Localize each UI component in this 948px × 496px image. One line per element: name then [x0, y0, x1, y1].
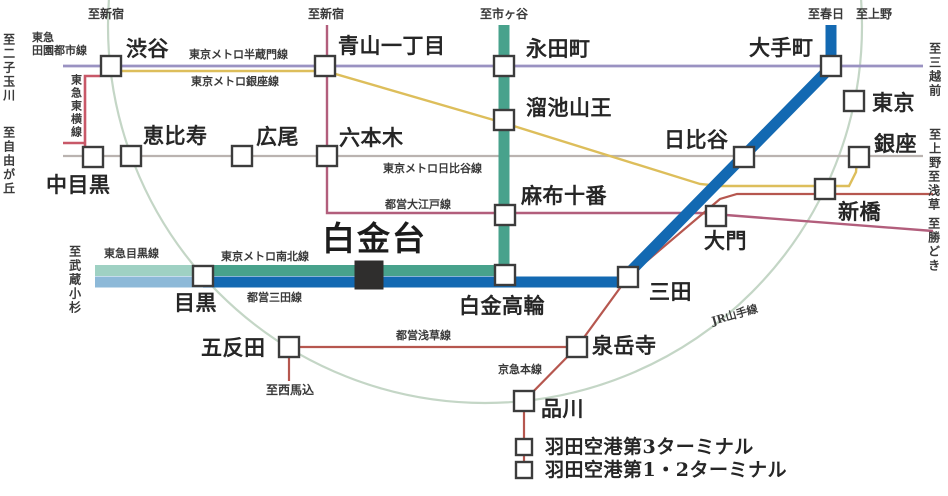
station-label-ginza: 銀座: [874, 131, 917, 156]
station-marker-nagatacho: [492, 54, 516, 78]
station-label-shimbashi: 新橋: [838, 199, 881, 224]
line-label-tokyu-meguro: 東急目黒線: [104, 247, 159, 260]
station-label-meguro: 目黒: [174, 290, 217, 315]
direction-label-ichigaya: 至市ヶ谷: [480, 7, 529, 21]
direction-label-kachidoki: 至勝どき: [926, 217, 941, 273]
station-label-mita: 三田: [649, 279, 692, 304]
direction-label-musashikosugi: 至武蔵小杉: [67, 245, 82, 315]
station-label-otemachi: 大手町: [749, 35, 814, 60]
station-marker-meguro: [191, 264, 215, 288]
station-marker-roppongi: [315, 144, 339, 168]
station-label-haneda-t12: 羽田空港第1・2ターミナル: [545, 459, 787, 481]
station-label-hiroo: 広尾: [256, 124, 299, 149]
direction-label-jiyugaoka: 至自由が丘: [1, 126, 16, 196]
station-marker-azabu-juban: [493, 203, 517, 227]
direction-label-jr-ueno: 至上野: [856, 7, 893, 21]
station-label-azabu-juban: 麻布十番: [521, 183, 607, 208]
station-label-tokyo: 東京: [872, 90, 915, 115]
station-label-daimon: 大門: [704, 228, 747, 253]
direction-label-futakotamagawa: 至二子玉川: [1, 33, 16, 103]
line-label-denentoshi-1: 東急: [32, 31, 54, 44]
line-label-toyoko: 東急東横線: [69, 74, 83, 139]
station-marker-shinagawa: [512, 389, 536, 413]
station-marker-ebisu: [119, 144, 143, 168]
direction-label-asakusa-right: 至浅草: [926, 170, 941, 212]
station-marker-ginza: [847, 145, 871, 169]
station-marker-shirokanedai-highlight: [354, 260, 384, 290]
tokyu-toyoko-line: [63, 74, 100, 147]
line-label-ginza: 東京メトロ銀座線: [191, 75, 279, 88]
station-marker-sengakuji: [565, 335, 589, 359]
station-marker-tameike-sanno: [492, 108, 516, 132]
station-marker-haneda-t12: [514, 460, 534, 480]
line-label-hibiya: 東京メトロ日比谷線: [383, 162, 482, 175]
station-marker-shirokane-takanawa: [493, 263, 517, 287]
metro-ginza-line: [111, 69, 859, 188]
station-marker-haneda-t3: [514, 437, 534, 457]
line-label-mita: 都営三田線: [247, 291, 302, 304]
station-marker-hiroo: [230, 144, 254, 168]
direction-label-oedo-shinjuku: 至新宿: [308, 7, 345, 21]
line-label-oedo: 都営大江戸線: [385, 198, 451, 211]
direction-label-kasuga: 至春日: [808, 7, 845, 21]
station-label-roppongi: 六本木: [339, 125, 404, 150]
direction-label-jr-shinjuku: 至新宿: [88, 7, 125, 21]
station-marker-daimon: [704, 204, 728, 228]
station-marker-naka-meguro: [81, 145, 105, 169]
station-label-gotanda: 五反田: [201, 335, 266, 360]
station-label-aoyama-itchome: 青山一丁目: [338, 33, 446, 58]
station-label-hibiya: 日比谷: [664, 127, 729, 152]
line-label-namboku: 東京メトロ南北線: [221, 250, 309, 263]
station-marker-aoyama-itchome: [313, 54, 337, 78]
station-label-sengakuji: 泉岳寺: [592, 333, 657, 358]
station-marker-shimbashi: [813, 177, 837, 201]
direction-label-ueno-right: 至上野: [927, 128, 942, 170]
station-marker-mita: [616, 265, 640, 289]
station-label-nagatacho: 永田町: [526, 36, 591, 61]
station-label-naka-meguro: 中目黒: [46, 172, 111, 197]
station-marker-tokyo: [842, 89, 866, 113]
station-marker-otemachi: [819, 54, 843, 78]
jr-yamanote-line: [107, 0, 863, 404]
direction-label-mitsukoshimae: 至三越前: [927, 42, 942, 98]
station-marker-hibiya: [732, 145, 756, 169]
station-label-shirokane-takanawa: 白金高輪: [459, 293, 545, 318]
station-label-shibuya: 渋谷: [126, 36, 169, 61]
station-label-haneda-t3: 羽田空港第3ターミナル: [545, 436, 754, 458]
station-marker-gotanda: [277, 335, 301, 359]
line-label-hanzomon: 東京メトロ半蔵門線: [189, 48, 288, 61]
line-label-denentoshi-2: 田園都市線: [32, 44, 87, 57]
station-label-tameike-sanno: 溜池山王: [526, 95, 612, 120]
direction-label-nishimagome: 至西馬込: [266, 383, 315, 397]
station-label-shinagawa: 品川: [541, 396, 584, 421]
line-label-keikyu: 京急本線: [498, 363, 542, 376]
toei-mita-line: [203, 25, 837, 288]
line-label-asakusa: 都営浅草線: [396, 329, 451, 342]
station-label-shirokanedai: 白金台: [322, 219, 427, 258]
station-label-ebisu: 恵比寿: [143, 123, 208, 148]
station-marker-shibuya: [99, 54, 123, 78]
